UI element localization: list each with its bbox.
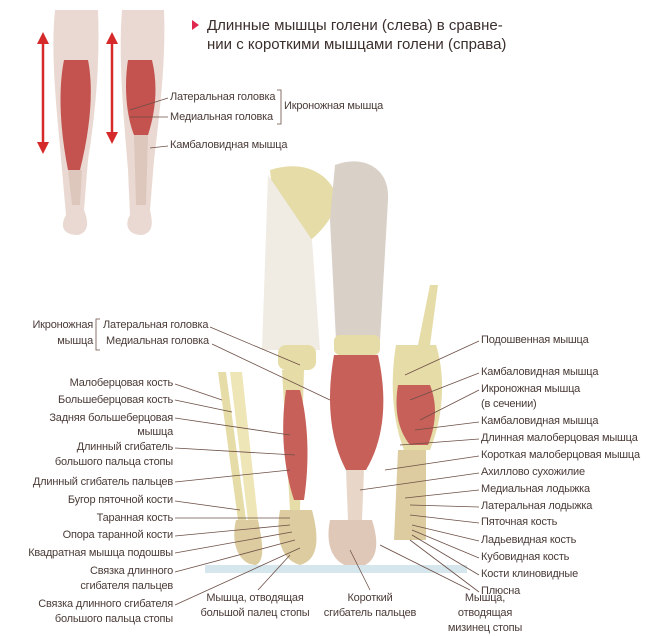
title-bullet-icon	[192, 20, 199, 30]
small-leg-long-muscles	[53, 10, 99, 235]
title-line: нии с короткими мышцами голени (справа)	[207, 36, 507, 53]
label-left: Большеберцовая кость	[58, 394, 173, 406]
label-line: Мышца, отводящая	[206, 592, 304, 604]
label-line: большой палец стопы	[200, 607, 310, 619]
label-right: Ладьевидная кость	[481, 534, 577, 546]
label-flexor-brevis: Короткий сгибатель пальцев	[320, 591, 420, 621]
label-lateral-head: Латеральная головка	[103, 319, 209, 331]
label-medial-head-top: Медиальная головка	[170, 111, 273, 123]
label-abductor-hallucis: Мышца, отводящая большой палец стопы	[195, 591, 315, 621]
label-lateral-head-top: Латеральная головка	[170, 91, 276, 103]
label-left: Опора таранной кости	[62, 529, 174, 541]
label-soleus-top: Камбаловидная мышца	[170, 139, 288, 151]
figure-title: Длинные мышцы голени (слева) в сравне- н…	[207, 16, 506, 54]
label-right: Плюсна	[481, 585, 521, 597]
label-right: Кубовидная кость	[481, 551, 570, 563]
label-left: сгибателя пальцев	[80, 580, 173, 592]
label-right: Икроножная мышца	[481, 383, 581, 395]
label-left: Длинный сгибатель пальцев	[32, 476, 173, 488]
label-left: Малоберцовая кость	[69, 377, 174, 389]
floor-plate	[205, 565, 467, 573]
label-left: Таранная кость	[96, 512, 174, 524]
small-leg-short-muscles	[120, 10, 165, 235]
label-left: Длинный сгибатель	[76, 441, 173, 453]
label-line: отводящая	[457, 607, 513, 619]
leader-lines-left	[174, 326, 331, 606]
label-gastrocnemius-top: Икроножная мышца	[284, 100, 384, 112]
label-line: Короткий	[347, 592, 393, 604]
leader-lines-right	[129, 97, 480, 593]
label-left: Задняя большеберцовая	[49, 412, 173, 424]
label-right: Длинная малоберцовая мышца	[481, 432, 638, 444]
label-right: Короткая малоберцовая мышца	[481, 449, 640, 461]
bracket-top	[277, 89, 282, 125]
label-abductor-digiti: Мышца, отводящая мизинец стопы	[440, 591, 530, 636]
label-right: Подошвенная мышца	[481, 334, 589, 346]
label-right: Камбаловидная мышца	[481, 366, 599, 378]
label-right: Латеральная лодыжка	[481, 500, 593, 512]
label-left: Связка длинного сгибателя	[38, 598, 173, 610]
bracket-left	[95, 318, 100, 351]
label-right: Кости клиновидные	[481, 568, 579, 580]
length-arrows	[37, 32, 118, 154]
label-gastro-group: Икроножная	[32, 319, 93, 331]
title-line: Длинные мышцы голени (слева) в сравне-	[207, 17, 503, 34]
label-line: мизинец стопы	[447, 622, 523, 634]
label-right: Пяточная кость	[481, 516, 558, 528]
label-right: (в сечении)	[481, 398, 537, 410]
label-gastro-group: мышца	[57, 335, 93, 347]
label-left: Бугор пяточной кости	[67, 494, 173, 506]
label-left: большого пальца стопы	[54, 613, 173, 625]
label-medial-head: Медиальная головка	[106, 335, 209, 347]
large-leg-skeleton	[262, 166, 338, 565]
label-left: большого пальца стопы	[54, 456, 173, 468]
label-left: мышца	[137, 426, 173, 438]
label-left: Квадратная мышца подошвы	[28, 547, 173, 559]
small-tibia-fibula	[218, 372, 263, 565]
label-left: Связка длинного	[89, 565, 173, 577]
label-right: Медиальная лодыжка	[481, 483, 590, 495]
label-right: Камбаловидная мышца	[481, 415, 599, 427]
label-right: Ахиллово сухожилие	[481, 466, 585, 478]
label-line: сгибатель пальцев	[323, 607, 417, 619]
label-line: Мышца,	[464, 592, 506, 604]
large-leg-muscles	[328, 161, 389, 568]
